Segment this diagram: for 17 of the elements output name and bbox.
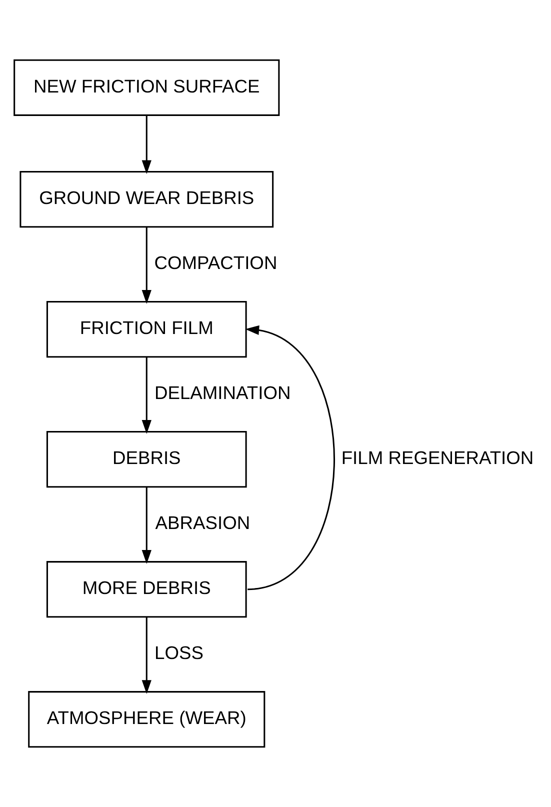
arrow: [142, 115, 152, 174]
node-box: DEBRIS: [46, 431, 247, 488]
arrow: [142, 357, 152, 434]
node-box: ATMOSPHERE (WEAR): [28, 691, 266, 748]
edge-label: LOSS: [154, 642, 204, 664]
edge-label: FILM REGENERATION: [341, 447, 534, 468]
edge-label: ABRASION: [155, 512, 250, 534]
node-box: MORE DEBRIS: [46, 561, 247, 618]
arrow: [142, 617, 152, 694]
node-box: NEW FRICTION SURFACE: [14, 59, 280, 116]
arrow: [142, 227, 152, 304]
edge-label: DELAMINATION: [154, 382, 291, 404]
arrow: [142, 487, 152, 564]
node-box: FRICTION FILM: [46, 301, 247, 358]
edge-label: COMPACTION: [154, 252, 278, 274]
arrow: [245, 325, 335, 590]
node-box: GROUND WEAR DEBRIS: [20, 171, 274, 228]
